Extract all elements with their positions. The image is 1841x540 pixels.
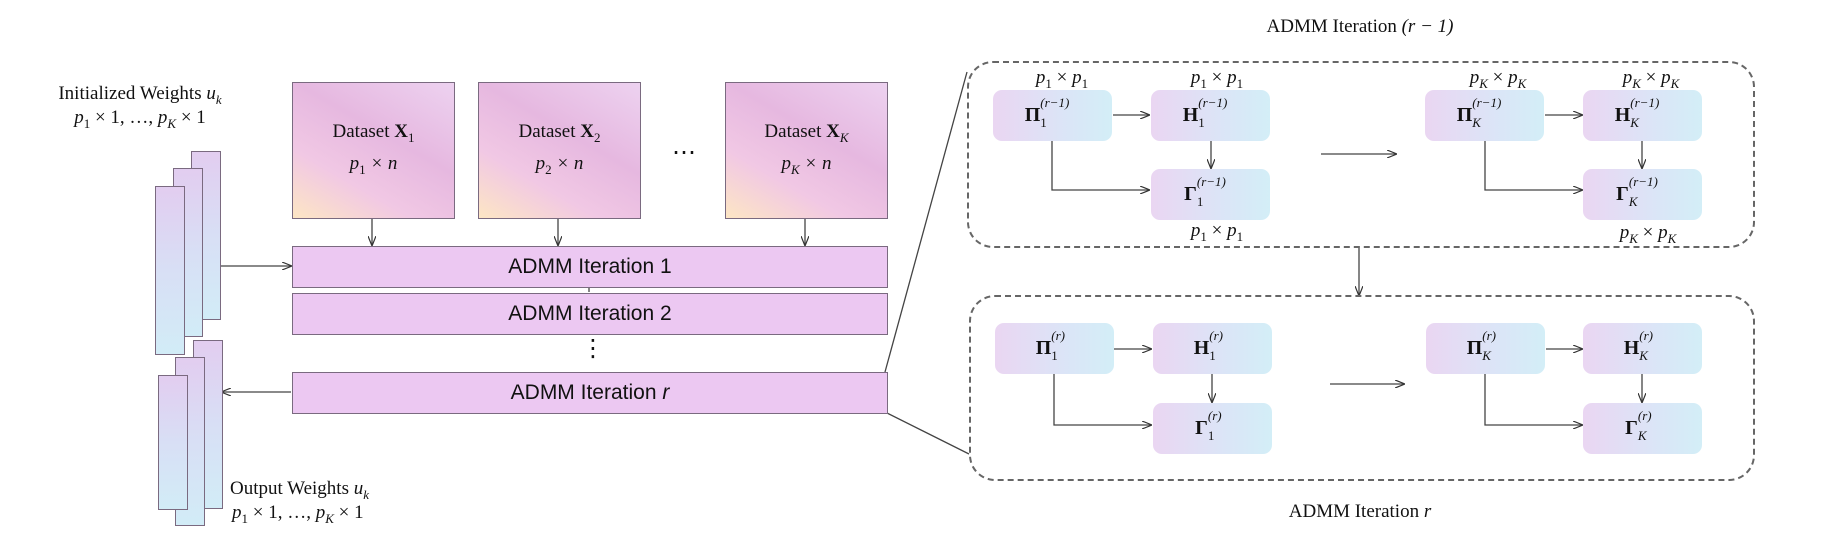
matrix-h-K-cur: H(r)K	[1583, 323, 1702, 374]
panel-bottom-title: ADMM Iteration r	[1288, 501, 1432, 522]
arrow-pi1-to-g1-bottom	[1053, 374, 1151, 425]
init-weight-vector-1	[155, 186, 185, 355]
initialized-weights-dims: p1 × 1, …, pK × 1	[74, 107, 206, 131]
dataset-dims: p1 × n	[349, 152, 398, 177]
dim-label-pi1-top: p1 × p1	[1035, 67, 1089, 91]
dataset-box-K: Dataset XK pK × n	[725, 82, 888, 219]
matrix-pi-K-prev: Π(r−1)K	[1425, 90, 1544, 141]
output-weights-dims: p1 × 1, …, pK × 1	[232, 502, 364, 526]
arrow-piK-to-gK-top	[1484, 140, 1582, 190]
dim-label-hK-top: pK × pK	[1622, 67, 1680, 91]
arrow-piK-to-gK-bottom	[1484, 374, 1582, 425]
matrix-pi-K-cur: Π(r)K	[1426, 323, 1545, 374]
matrix-h-1-cur: H(r)1	[1153, 323, 1272, 374]
panel-iteration-r	[969, 295, 1755, 481]
initialized-weights-label: Initialized Weights uk	[58, 83, 222, 107]
dataset-title: Dataset XK	[764, 120, 849, 145]
dataset-title: Dataset X1	[332, 120, 415, 145]
admm-iteration-r-bar: ADMM Iteration r	[292, 372, 888, 414]
dataset-dims: p2 × n	[535, 152, 584, 177]
matrix-h-1-prev: H(r−1)1	[1151, 90, 1270, 141]
matrix-h-K-prev: H(r−1)K	[1583, 90, 1702, 141]
matrix-gamma-K-prev: Γ(r−1)K	[1583, 169, 1702, 220]
admm-iteration-1-bar: ADMM Iteration 1	[292, 246, 888, 288]
dataset-ellipsis: …	[672, 132, 696, 160]
matrix-gamma-K-cur: Γ(r)K	[1583, 403, 1702, 454]
output-weight-vector-1	[158, 375, 188, 510]
output-weights-label: Output Weights uk	[230, 478, 370, 502]
zoom-line-top	[884, 71, 968, 373]
matrix-gamma-1-prev: Γ(r−1)1	[1151, 169, 1270, 220]
dataset-dims: pK × n	[781, 152, 832, 177]
zoom-line-bottom	[884, 411, 970, 455]
dataset-box-2: Dataset X2 p2 × n	[478, 82, 641, 219]
dim-label-piK-top: pK × pK	[1469, 67, 1527, 91]
dataset-box-1: Dataset X1 p1 × n	[292, 82, 455, 219]
panel-top-title: ADMM Iteration (r − 1)	[1266, 16, 1454, 37]
arrow-pi1-to-g1-top	[1051, 140, 1149, 190]
dim-label-g1-top: p1 × p1	[1190, 220, 1244, 244]
dim-label-gK-top: pK × pK	[1619, 222, 1677, 246]
matrix-pi-1-cur: Π(r)1	[995, 323, 1114, 374]
matrix-gamma-1-cur: Γ(r)1	[1153, 403, 1272, 454]
dataset-title: Dataset X2	[518, 120, 601, 145]
iteration-vertical-ellipsis: ⋮	[581, 334, 605, 362]
matrix-pi-1-prev: Π(r−1)1	[993, 90, 1112, 141]
panel-iteration-r-minus-1	[967, 61, 1755, 248]
dim-label-h1-top: p1 × p1	[1190, 67, 1244, 91]
admm-iteration-2-bar: ADMM Iteration 2	[292, 293, 888, 335]
